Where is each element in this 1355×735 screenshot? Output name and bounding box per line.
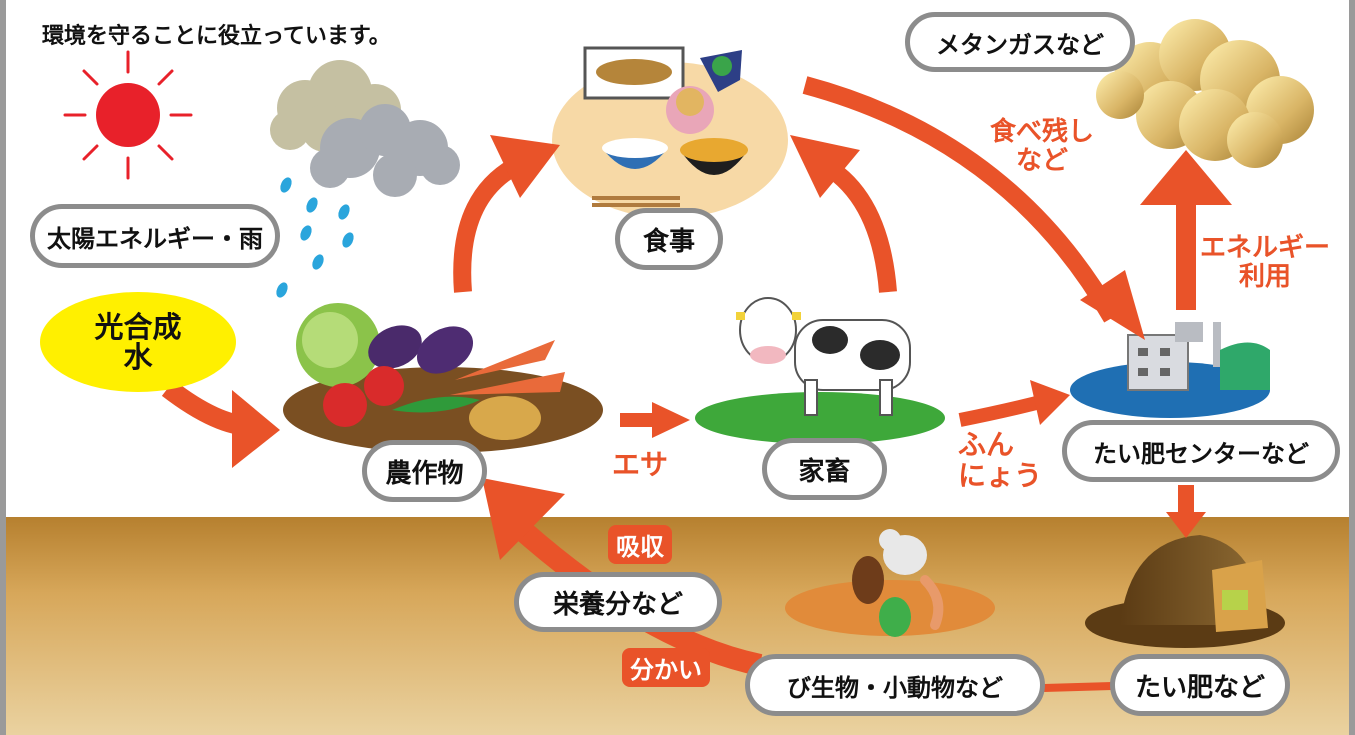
rain-icon (276, 177, 354, 298)
compost-center-illustration (1070, 322, 1270, 418)
node-methane: メタンガスなど (905, 12, 1135, 72)
arrow-to-compost-head (1166, 512, 1206, 538)
arrow-feed-shaft (620, 413, 655, 427)
label-manure-line1: ふん (958, 428, 1015, 461)
node-microbes: び生物・小動物など (745, 654, 1045, 716)
intro-text: 環境を守ることに役立っています。 (42, 24, 391, 49)
sun-icon (63, 50, 193, 180)
compost-pile-illustration (1085, 535, 1285, 648)
arrow-energy-shaft (1176, 196, 1196, 310)
meal-illustration (552, 46, 788, 218)
node-compost-center: たい肥センターなど (1062, 420, 1340, 482)
label-manure: ふん にょう (958, 428, 1043, 492)
cloud-icon (270, 60, 460, 197)
photosynthesis-line1: 光合成 (94, 309, 182, 344)
label-absorb: 吸収 (608, 525, 672, 564)
arrow-energy-head (1140, 150, 1232, 205)
arrow-livestock-to-meal (790, 135, 860, 198)
label-feed: エサ (612, 448, 669, 481)
node-compost: たい肥など (1110, 654, 1290, 716)
arrow-feed-head (652, 402, 690, 438)
crops-illustration (283, 303, 603, 453)
node-crops: 農作物 (362, 440, 487, 502)
photosynthesis-label: 光合成 水 (40, 292, 236, 392)
label-leftovers: 食べ残し など (990, 118, 1094, 175)
label-energy: エネルギー 利用 (1200, 234, 1330, 291)
right-frame-bar (1349, 0, 1355, 735)
label-energy-line2: 利用 (1239, 261, 1292, 292)
node-livestock: 家畜 (762, 438, 887, 500)
left-frame-bar (0, 0, 6, 735)
connector-line (1043, 682, 1113, 692)
arrow-crops-to-meal (490, 135, 560, 198)
label-energy-line1: エネルギー (1200, 233, 1331, 263)
node-nutrients: 栄養分など (514, 572, 722, 632)
methane-gas-icon (1096, 19, 1314, 168)
arrow-manure-head (1030, 380, 1070, 425)
label-decompose: 分かい (622, 648, 710, 687)
cow-illustration (695, 297, 945, 444)
arrow-to-crops (232, 390, 280, 468)
arrow-to-compost-shaft (1178, 485, 1194, 515)
label-leftovers-line2: など (1016, 145, 1069, 176)
node-sun-rain: 太陽エネルギー・雨 (30, 204, 280, 268)
arrow-soil-to-crops (482, 478, 565, 560)
label-leftovers-line1: 食べ残し (990, 117, 1095, 147)
cycle-arrows (161, 76, 1232, 676)
arrow-meal-to-center (1080, 270, 1145, 340)
label-manure-line2: にょう (958, 458, 1043, 492)
microbes-illustration (785, 529, 995, 637)
node-meal: 食事 (615, 208, 723, 270)
photosynthesis-line2: 水 (123, 340, 153, 374)
